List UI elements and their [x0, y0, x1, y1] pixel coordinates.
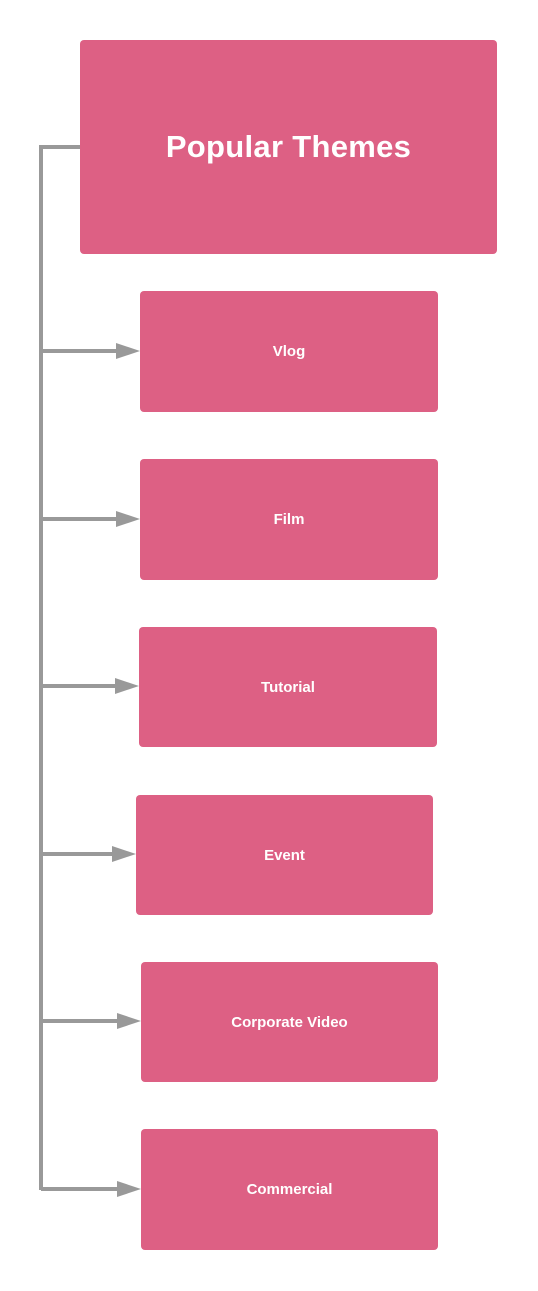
connector-film [41, 511, 140, 527]
connector-commercial [41, 1181, 141, 1197]
child-node-vlog: Vlog [140, 291, 438, 412]
child-node-label: Tutorial [261, 678, 315, 696]
connector-corporate-video [41, 1013, 141, 1029]
connector-vlog [41, 343, 140, 359]
child-node-label: Film [273, 511, 305, 528]
connector-event [41, 846, 136, 862]
trunk-line [39, 145, 80, 1190]
connector-tutorial [41, 678, 139, 694]
child-node-commercial: Commercial [141, 1129, 438, 1250]
child-node-event: Event [136, 795, 433, 915]
child-node-label: Commercial [246, 1181, 333, 1198]
child-node-corporate-video: Corporate Video [141, 962, 438, 1082]
child-node-film: Film [140, 459, 438, 580]
root-node-popular-themes: Popular Themes [80, 40, 497, 254]
child-node-label: Event [264, 846, 305, 864]
child-node-label: Corporate Video [231, 1013, 348, 1031]
child-node-label: Vlog [272, 343, 306, 360]
root-node-label: Popular Themes [165, 129, 412, 164]
child-node-tutorial: Tutorial [139, 627, 437, 747]
